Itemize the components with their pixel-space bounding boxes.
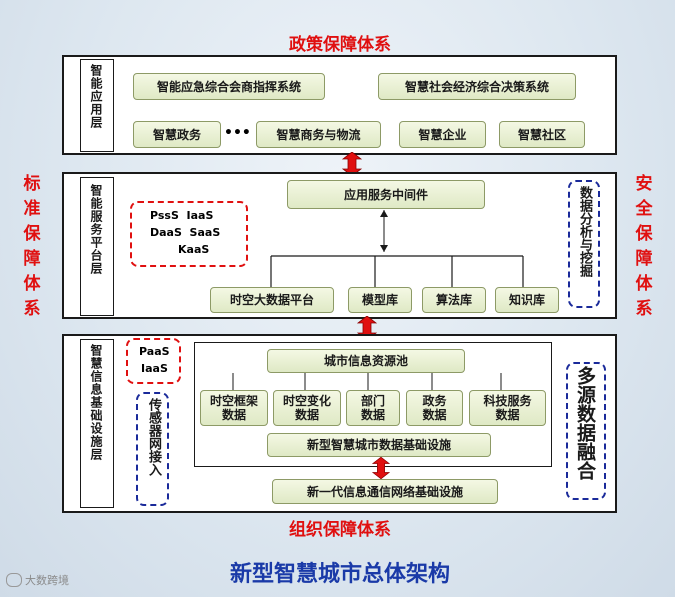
infra-fusion-box [566,362,606,500]
arrow-infra-network-icon [372,457,390,479]
main-title: 新型智慧城市总体架构 [229,562,450,587]
arrow-app-service-icon [342,152,362,176]
watermark-text: 大数跨境 [25,574,69,587]
app-label-box [80,59,114,152]
service-cloud-box [130,201,248,267]
infra-sensor-box [136,392,169,506]
watermark-logo-icon [6,573,22,587]
infra-data-tech: 科技服务 数据 [469,390,546,426]
app-ellipsis: ••• [224,125,251,141]
top-title: 政策保障体系 [289,35,391,55]
app-commerce: 智慧商务与物流 [256,121,381,148]
infra-sensor-text: 传感器网接入 [146,398,161,476]
infra-network: 新一代信息通信网络基础设施 [272,479,498,504]
left-title: 标准保障体系 [22,172,42,322]
right-title: 安全保障体系 [634,172,654,322]
bottom-title: 组织保障体系 [289,520,391,540]
service-layer-label: 智能服务平台层 [89,184,103,275]
app-community: 智慧社区 [499,121,585,148]
platform-knowledge: 知识库 [495,287,559,313]
infra-city-data: 新型智慧城市数据基础设施 [267,433,491,457]
service-analysis-box [568,180,600,308]
service-analysis-text: 数据分析与挖掘 [577,186,592,277]
infra-data-framework: 时空框架 数据 [200,390,268,426]
app-gov: 智慧政务 [133,121,221,148]
infra-paas: PaaS [139,345,170,358]
app-emergency-system: 智能应急综合会商指挥系统 [133,73,325,100]
service-middleware: 应用服务中间件 [287,180,485,209]
infra-layer-label: 智慧信息基础设施层 [89,344,103,461]
app-enterprise: 智慧企业 [399,121,486,148]
service-cloud-line2: DaaS SaaS [150,226,221,239]
infra-data-change: 时空变化 数据 [273,390,341,426]
watermark: 大数跨境 [6,572,69,588]
infra-resource-pool: 城市信息资源池 [267,349,465,373]
infra-data-dept: 部门 数据 [346,390,400,426]
service-cloud-line3: KaaS [178,243,210,256]
infra-label-box [80,339,114,508]
service-cloud-line1: PssS IaaS [150,209,214,222]
app-decision-system: 智慧社会经济综合决策系统 [378,73,576,100]
infra-cloud-box [126,338,181,384]
infra-iaas: IaaS [141,362,168,375]
app-layer-label: 智能应用层 [89,64,103,129]
infra-fusion-text: 多源数据融合 [574,366,596,480]
platform-algorithm: 算法库 [422,287,486,313]
infra-data-gov: 政务 数据 [406,390,463,426]
platform-spatiotemporal: 时空大数据平台 [210,287,334,313]
service-label-box [80,177,114,316]
platform-model: 模型库 [348,287,412,313]
right-title-text: 安全保障体系 [635,174,653,319]
left-title-text: 标准保障体系 [23,174,41,319]
